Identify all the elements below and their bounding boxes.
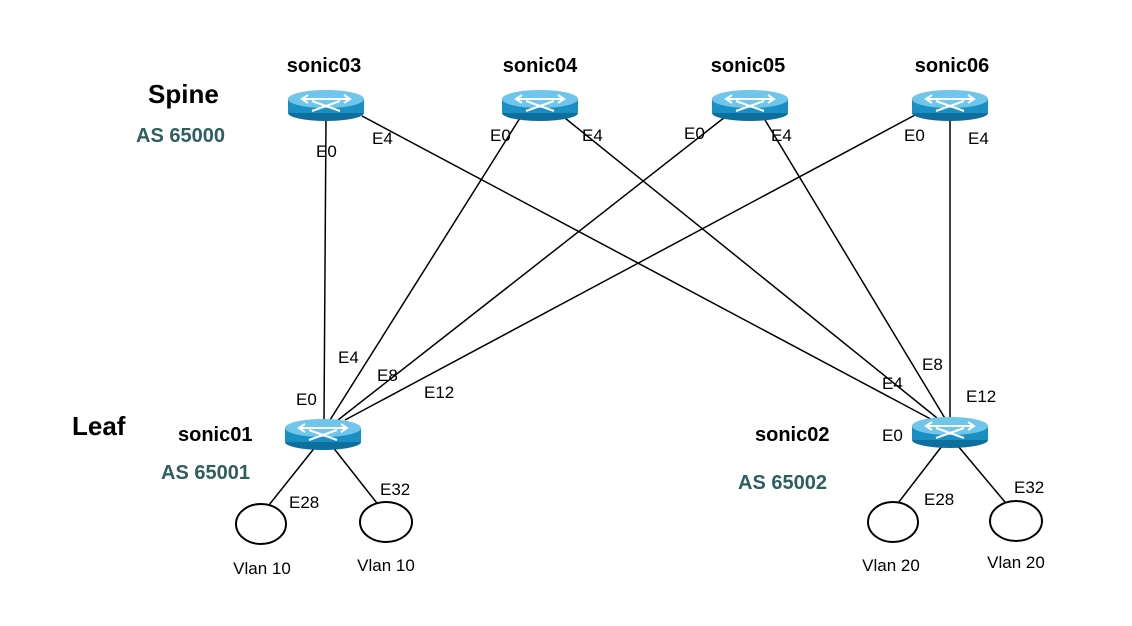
link-sonic03-e4-sonic02-e4 xyxy=(361,115,941,425)
port-label: E4 xyxy=(771,126,792,145)
link-sonic06-e0-sonic01-e12 xyxy=(344,114,916,421)
node-name-sonic05: sonic05 xyxy=(711,55,785,77)
port-label: E12 xyxy=(966,387,996,406)
host-circle xyxy=(989,500,1043,542)
port-label: E12 xyxy=(424,383,454,402)
node-name-sonic03: sonic03 xyxy=(287,55,361,77)
host-label: Vlan 20 xyxy=(862,556,920,575)
leaf-tier-label: Leaf xyxy=(72,411,126,441)
node-name-sonic01: sonic01 xyxy=(178,424,252,446)
port-label: E32 xyxy=(380,480,410,499)
host-label: Vlan 20 xyxy=(987,553,1045,572)
link-sonic05-e4-sonic02-e8 xyxy=(761,114,947,421)
links xyxy=(264,113,1011,511)
node-as-sonic01: AS 65001 xyxy=(161,462,250,484)
spine-as-label: AS 65000 xyxy=(136,125,225,147)
port-label: E0 xyxy=(882,426,903,445)
port-label: E28 xyxy=(924,490,954,509)
link-sonic05-e0-sonic01-e8 xyxy=(337,116,726,421)
link-sonic04-e4-sonic02-e0 xyxy=(559,113,943,423)
port-label: E4 xyxy=(882,374,903,393)
link-sonic02-e28-host xyxy=(894,445,943,508)
router-icon xyxy=(911,416,989,449)
node-name-sonic06: sonic06 xyxy=(915,55,989,77)
link-sonic04-e0-sonic01-e4 xyxy=(329,117,521,421)
port-label: E32 xyxy=(1014,478,1044,497)
node-name-sonic04: sonic04 xyxy=(503,55,578,77)
spine-tier-label: Spine xyxy=(148,79,219,109)
host-circle xyxy=(867,501,919,543)
link-sonic01-e32-host xyxy=(331,445,381,508)
host-label: Vlan 10 xyxy=(233,559,291,578)
link-sonic02-e32-host xyxy=(957,445,1011,509)
host-circle xyxy=(235,503,287,545)
port-label: E0 xyxy=(296,390,317,409)
host-label: Vlan 10 xyxy=(357,556,415,575)
node-name-sonic02: sonic02 xyxy=(755,424,829,446)
router-icon xyxy=(287,89,365,122)
host-circle xyxy=(359,501,413,543)
port-label: E0 xyxy=(904,126,925,145)
link-sonic03-e0-sonic01-e0 xyxy=(323,117,327,421)
router-icon xyxy=(711,89,789,122)
router-icon xyxy=(501,89,579,122)
link-sonic01-e28-host xyxy=(264,445,317,511)
port-label: E28 xyxy=(289,493,319,512)
port-label: E4 xyxy=(372,129,393,148)
port-label: E8 xyxy=(922,355,943,374)
router-icon xyxy=(911,89,989,122)
router-icon xyxy=(284,418,362,451)
port-label: E0 xyxy=(490,126,511,145)
port-label: E8 xyxy=(377,366,398,385)
port-label: E4 xyxy=(582,126,603,145)
port-label: E0 xyxy=(316,142,337,161)
port-label: E4 xyxy=(968,129,989,148)
port-label: E4 xyxy=(338,348,359,367)
port-label: E0 xyxy=(684,124,705,143)
node-as-sonic02: AS 65002 xyxy=(738,472,827,494)
